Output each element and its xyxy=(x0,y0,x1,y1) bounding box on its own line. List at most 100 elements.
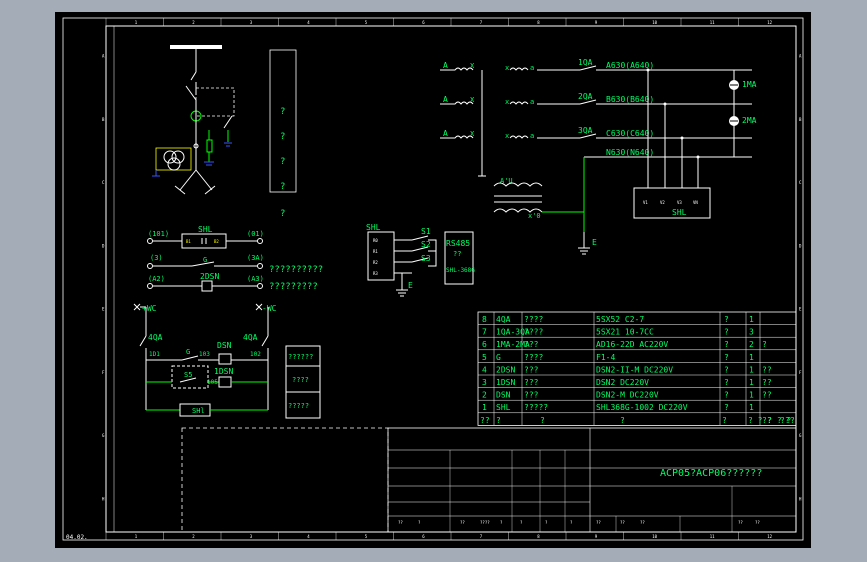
svg-text:G: G xyxy=(203,256,207,264)
shl-terminal-block: SHL R0 R1 R2 R3 S1 S2 S3 E RS485 ?? SHL-… xyxy=(366,223,475,297)
ct-ground-label: E xyxy=(592,238,597,247)
svg-text:A'U: A'U xyxy=(500,177,513,185)
svg-text:SHl: SHl xyxy=(192,407,205,415)
table-header-cell: ? xyxy=(790,416,795,425)
left-ruler-label: B xyxy=(102,117,105,122)
line-label-b: B630(B640) xyxy=(606,95,654,104)
side-box-3 xyxy=(285,391,321,419)
table-cell-code: G xyxy=(496,353,501,362)
title-cell-label: ?? xyxy=(738,520,743,525)
title-cell-label: ?? xyxy=(640,520,645,525)
title-cell-label: ?? xyxy=(596,520,601,525)
table-cell-no: 5 xyxy=(482,353,487,362)
top-ruler-label: 4 xyxy=(307,20,310,25)
svg-text:V1: V1 xyxy=(643,200,648,205)
corner-label: 04.02. xyxy=(66,534,88,541)
cad-paper xyxy=(55,12,811,548)
svg-text:x'0: x'0 xyxy=(528,212,541,220)
svg-text:V2: V2 xyxy=(660,200,665,205)
table-cell-name: ????? xyxy=(524,403,548,412)
svg-text:-WC: -WC xyxy=(262,304,277,313)
svg-text:102: 102 xyxy=(250,351,261,358)
table-cell-model: DSN2-II-M DC220V xyxy=(596,365,673,374)
rs485-label: RS485 xyxy=(446,239,470,248)
svg-text:x: x xyxy=(505,64,509,72)
fuse-label-1: 1QA xyxy=(578,58,593,67)
title-cell-label: ? xyxy=(500,520,503,525)
table-header-cell: ?? xyxy=(762,416,772,425)
title-cell-label: ???? xyxy=(480,520,490,525)
svg-text:a: a xyxy=(530,98,534,106)
meter-box-label: SHL xyxy=(672,208,687,217)
svg-text:G: G xyxy=(186,348,190,356)
line-label-a: A630(A640) xyxy=(606,61,654,70)
table-cell-model: 5SX21 10-7CC xyxy=(596,328,654,337)
outer-frame xyxy=(62,17,804,541)
right-ruler-label: D xyxy=(799,243,802,248)
rs485-box xyxy=(444,231,474,285)
table-header-cell: ?? xyxy=(780,416,790,425)
right-ruler-label: B xyxy=(799,117,802,122)
left-ruler-label: G xyxy=(102,433,105,438)
svg-text:x: x xyxy=(505,132,509,140)
annotation-q4: ? xyxy=(280,182,285,192)
table-cell-name: ???? xyxy=(524,328,543,337)
svg-text:A: A xyxy=(443,129,448,138)
title-cell-label: ? xyxy=(418,520,421,525)
table-cell-no: 8 xyxy=(482,315,487,324)
metering-circuit: A X x a 1QA A630(A640) A X x a 2QA B630(… xyxy=(440,58,757,255)
table-cell-qty: 1 xyxy=(749,353,754,362)
svg-text:(A3): (A3) xyxy=(247,275,264,283)
table-header-cell: ? xyxy=(540,416,545,425)
svg-text:(101): (101) xyxy=(148,230,169,238)
svg-text:4QA: 4QA xyxy=(148,333,163,342)
right-ruler-label: H xyxy=(799,496,802,501)
table-cell-note: ?? xyxy=(762,391,772,400)
table-cell-name: ???? xyxy=(524,353,543,362)
svg-text:????: ???? xyxy=(292,376,309,384)
table-cell-model: 5SX52 C2-7 xyxy=(596,315,644,324)
top-ruler-label: 11 xyxy=(710,20,715,25)
table-header-cell: ? xyxy=(496,416,501,425)
table-cell-unit: ? xyxy=(724,315,729,324)
svg-text:X: X xyxy=(470,96,475,104)
table-header-cell: ?? xyxy=(480,416,490,425)
table-cell-note: ?? xyxy=(762,378,772,387)
svg-text:B2: B2 xyxy=(214,239,219,244)
parts-table-frame xyxy=(477,311,797,426)
bottom-ruler-label: 8 xyxy=(537,534,540,539)
title-cell-label: ?? xyxy=(460,520,465,525)
title-cell-label: ?? xyxy=(755,520,760,525)
title-cell-label: ? xyxy=(545,520,548,525)
title-cell-label: ? xyxy=(520,520,523,525)
control-shl-label: SHL xyxy=(198,225,213,234)
ct-row-2: A X x a 2QA B630(B640) xyxy=(440,92,752,106)
bottom-ruler-label: 12 xyxy=(767,534,772,539)
lamp-2-label: 2MA xyxy=(742,116,757,125)
table-cell-no: 3 xyxy=(482,378,487,387)
line-label-n: N630(N640) xyxy=(606,148,654,157)
shl-title: SHL xyxy=(366,223,381,232)
table-cell-model: DSN2-M DC220V xyxy=(596,391,659,400)
title-cell-label: ?? xyxy=(620,520,625,525)
table-cell-code: 4QA xyxy=(496,315,511,324)
table-cell-qty: 1 xyxy=(749,403,754,412)
annotation-q2: ? xyxy=(280,132,285,142)
table-cell-code: 1DSN xyxy=(496,378,515,387)
table-cell-no: 1 xyxy=(482,403,487,412)
ct-row-1: A X x a 1QA A630(A640) xyxy=(440,58,752,72)
top-ruler-label: 10 xyxy=(652,20,657,25)
table-cell-no: 2 xyxy=(482,391,487,400)
svg-text:V3: V3 xyxy=(677,200,682,205)
table-cell-qty: 1 xyxy=(749,315,754,324)
svg-text:1D1: 1D1 xyxy=(149,351,160,358)
line-label-c: C630(C640) xyxy=(606,129,654,138)
